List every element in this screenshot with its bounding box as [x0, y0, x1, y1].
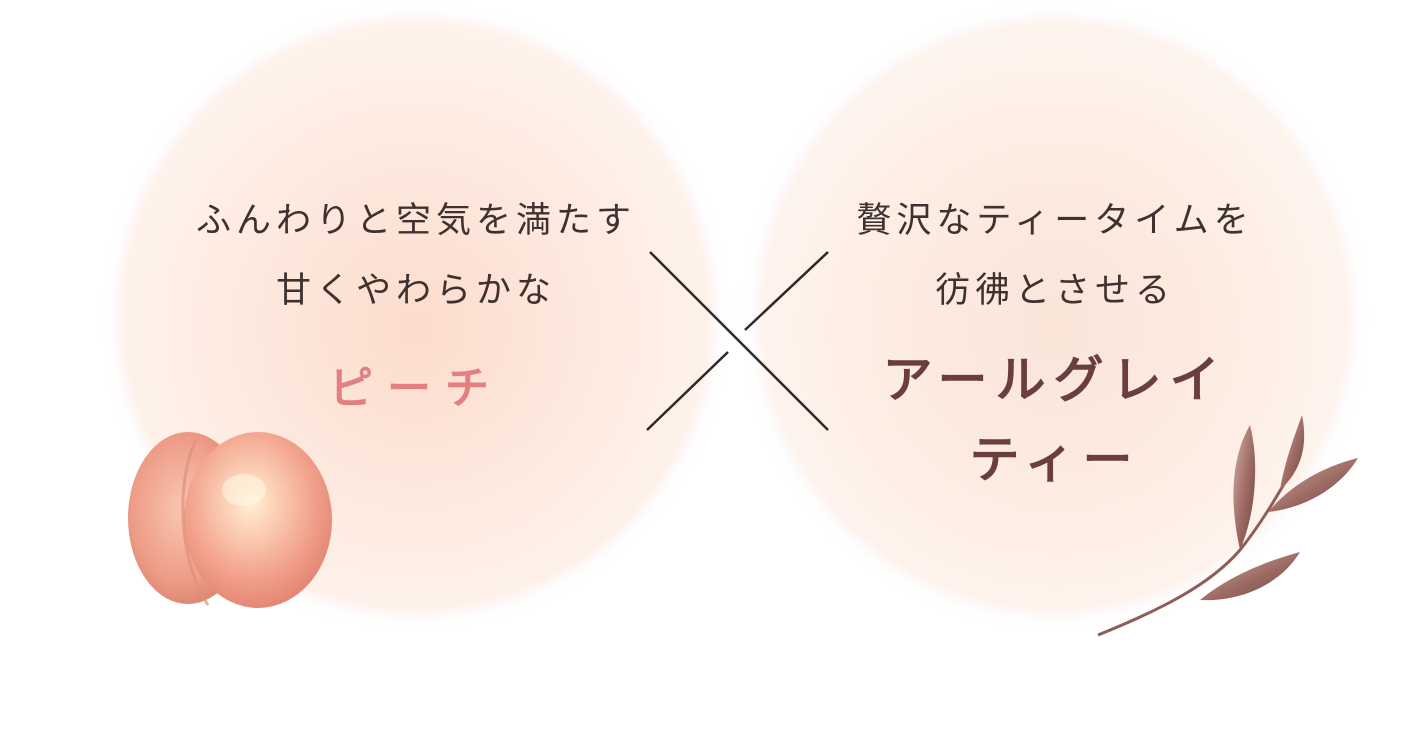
leaf-upper-left	[1233, 425, 1256, 550]
cross-stroke-up-right	[744, 251, 829, 331]
cross-stroke-up-left	[646, 351, 729, 431]
leaf-top	[1280, 415, 1305, 490]
peach-icon	[128, 432, 332, 608]
peach-description-line-1: ふんわりと空気を満たす	[195, 201, 636, 241]
earl-grey-flavor-title-line-2: ティー	[969, 431, 1141, 489]
leaf-stem	[1097, 464, 1297, 637]
peach-description-line-2: 甘くやわらかな	[275, 271, 556, 311]
peach-flavor-title: ピーチ	[329, 363, 503, 414]
tea-leaf-icon	[1097, 415, 1358, 637]
earl-grey-description-line-2: 彷彿とさせる	[934, 271, 1175, 311]
peach-crease	[181, 439, 210, 606]
cross-stroke-down	[649, 251, 829, 431]
peach-highlight	[222, 474, 266, 506]
peach-front-half	[184, 432, 332, 608]
earl-grey-description-line-1: 贅沢なティータイムを	[856, 201, 1254, 241]
earl-grey-flavor-title-line-1: アールグレイ	[882, 351, 1228, 409]
leaf-lower	[1200, 552, 1300, 601]
leaf-right	[1268, 458, 1358, 512]
